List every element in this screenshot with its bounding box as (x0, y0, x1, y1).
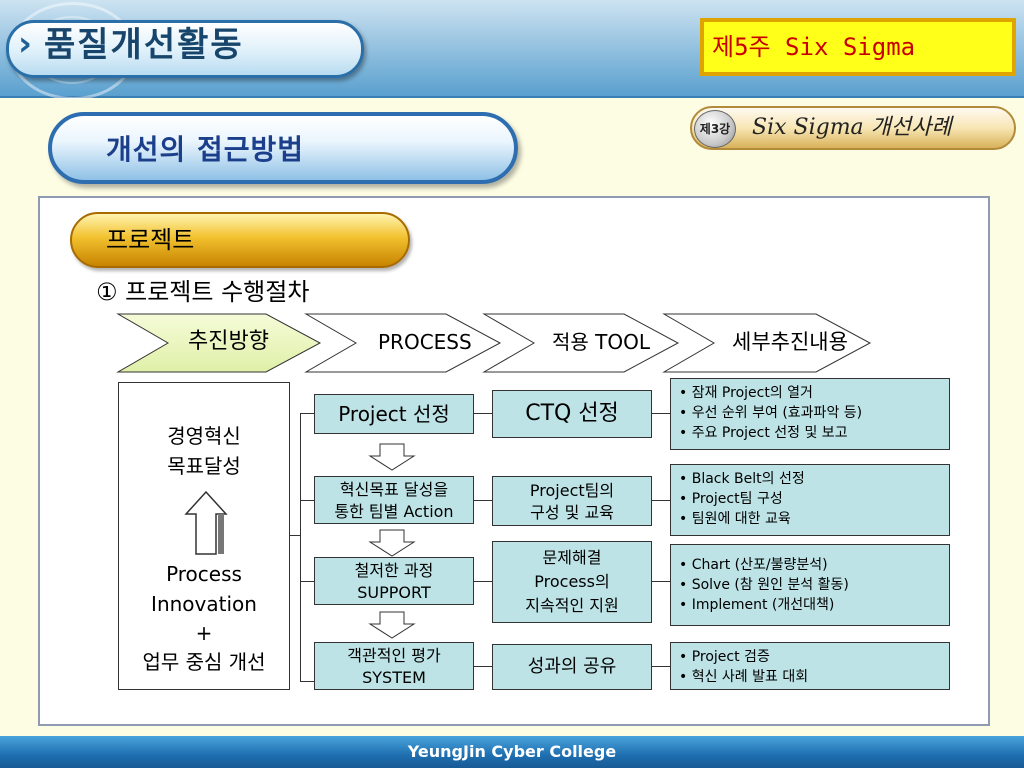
week-badge (700, 18, 1016, 76)
column-header-tool: 적용 TOOL (552, 330, 651, 354)
column-header-process: PROCESS (378, 330, 472, 354)
detail-2-item-1: • Black Belt의 선정 (679, 471, 805, 487)
week-label: 제5주 Six Sigma (712, 33, 916, 61)
detail-1-item-3: • 주요 Project 선정 및 보고 (679, 425, 848, 441)
lecture-badge (690, 106, 1016, 150)
page-title: 품질개선활동 (44, 25, 244, 65)
goal-line-5: + (195, 621, 213, 645)
process-step-3: 철저한 과정 SUPPORT (314, 557, 474, 605)
tool-2-line-2: 구성 및 교육 (530, 503, 614, 522)
connector-step-2 (300, 500, 314, 501)
connector-tool-4 (474, 666, 492, 667)
process-step-4-line-1: 객관적인 평가 (347, 646, 441, 665)
up-arrow-icon (184, 490, 228, 555)
tool-3-line-2: Process의 (534, 572, 610, 591)
footer-bar (0, 736, 1024, 768)
tool-2: Project팀의 구성 및 교육 (492, 476, 652, 526)
column-header-details: 세부추진내용 (732, 330, 848, 354)
tool-2-line-1: Project팀의 (529, 481, 615, 500)
tool-4: 성과의 공유 (492, 644, 652, 690)
process-step-4-line-2: SYSTEM (362, 668, 426, 687)
column-header-direction: 추진방향 (188, 329, 269, 354)
detail-3-item-1: • Chart (산포/불량분석) (679, 557, 828, 573)
process-step-2: 혁신목표 달성을 통한 팀별 Action (314, 476, 474, 524)
chevron-right-icon: › (18, 24, 33, 64)
connector-detail-1 (652, 413, 670, 414)
connector-step-4 (300, 681, 314, 682)
tool-1: CTQ 선정 (492, 390, 652, 438)
content-subtitle: ① 프로젝트 수행절차 (96, 278, 310, 306)
title-pill (6, 20, 364, 78)
connector-tool-1 (474, 413, 492, 414)
tool-3: 문제해결 Process의 지속적인 지원 (492, 541, 652, 623)
connector-step-1 (300, 413, 314, 414)
section-title: 개선의 접근방법 (106, 133, 305, 166)
tool-4-label: 성과의 공유 (527, 656, 617, 677)
detail-1-item-1: • 잠재 Project의 열거 (679, 385, 813, 401)
section-title-pill (48, 112, 518, 184)
connector-detail-4 (652, 666, 670, 667)
content-heading: 프로젝트 (106, 226, 195, 254)
chevron-shape-2 (304, 313, 502, 373)
chevron-shape-1 (116, 313, 322, 373)
connector-step-3 (300, 581, 314, 582)
tool-1-label: CTQ 선정 (525, 401, 619, 426)
down-arrow-icon (368, 529, 416, 557)
goal-line-3: Process (166, 562, 242, 586)
footer-text: YeungJin Cyber College (407, 742, 617, 761)
detail-2-item-3: • 팀원에 대한 교육 (679, 511, 791, 527)
detail-box-3: • Chart (산포/불량분석) • Solve (참 원인 분석 활동) •… (670, 544, 950, 626)
heading-pill (70, 212, 410, 268)
connector-detail-2 (652, 500, 670, 501)
down-arrow-icon (368, 611, 416, 639)
chevron-shape-3 (482, 313, 680, 373)
chevron-shape-4 (662, 313, 872, 373)
goal-line-4: Innovation (151, 592, 257, 616)
detail-3-item-2: • Solve (참 원인 분석 활동) (679, 577, 849, 593)
process-step-3-line-2: SUPPORT (357, 583, 431, 602)
detail-3-item-3: • Implement (개선대책) (679, 597, 835, 613)
column-header-chevrons (116, 313, 872, 373)
process-step-3-line-1: 철저한 과정 (354, 561, 434, 580)
tool-3-line-3: 지속적인 지원 (525, 596, 619, 615)
tool-3-line-1: 문제해결 (542, 548, 602, 567)
process-step-2-line-2: 통한 팀별 Action (334, 502, 454, 521)
lecture-number-icon: 제3강 (694, 110, 736, 148)
connector-tool-3 (474, 581, 492, 582)
detail-4-item-1: • Project 검증 (679, 649, 770, 665)
connector-goal (290, 535, 300, 536)
detail-1-item-2: • 우선 순위 부여 (효과파악 등) (679, 405, 863, 421)
process-step-1: Project 선정 (314, 394, 474, 434)
connector-detail-3 (652, 581, 670, 582)
process-step-2-line-1: 혁신목표 달성을 (339, 480, 449, 499)
goal-line-1: 경영혁신 (167, 424, 241, 448)
process-step-4: 객관적인 평가 SYSTEM (314, 642, 474, 690)
detail-2-item-2: • Project팀 구성 (679, 491, 783, 507)
detail-4-item-2: • 혁신 사례 발표 대회 (679, 669, 809, 685)
connector-vertical (300, 413, 301, 681)
process-step-1-label: Project 선정 (338, 402, 450, 426)
detail-box-2: • Black Belt의 선정 • Project팀 구성 • 팀원에 대한 … (670, 464, 950, 536)
detail-box-1: • 잠재 Project의 열거 • 우선 순위 부여 (효과파악 등) • 주… (670, 378, 950, 450)
connector-tool-2 (474, 500, 492, 501)
goal-line-2: 목표달성 (167, 454, 241, 478)
down-arrow-icon (368, 443, 416, 471)
lecture-title: Six Sigma 개선사례 (752, 115, 952, 140)
goal-line-6: 업무 중심 개선 (142, 650, 266, 674)
detail-box-4: • Project 검증 • 혁신 사례 발표 대회 (670, 642, 950, 690)
